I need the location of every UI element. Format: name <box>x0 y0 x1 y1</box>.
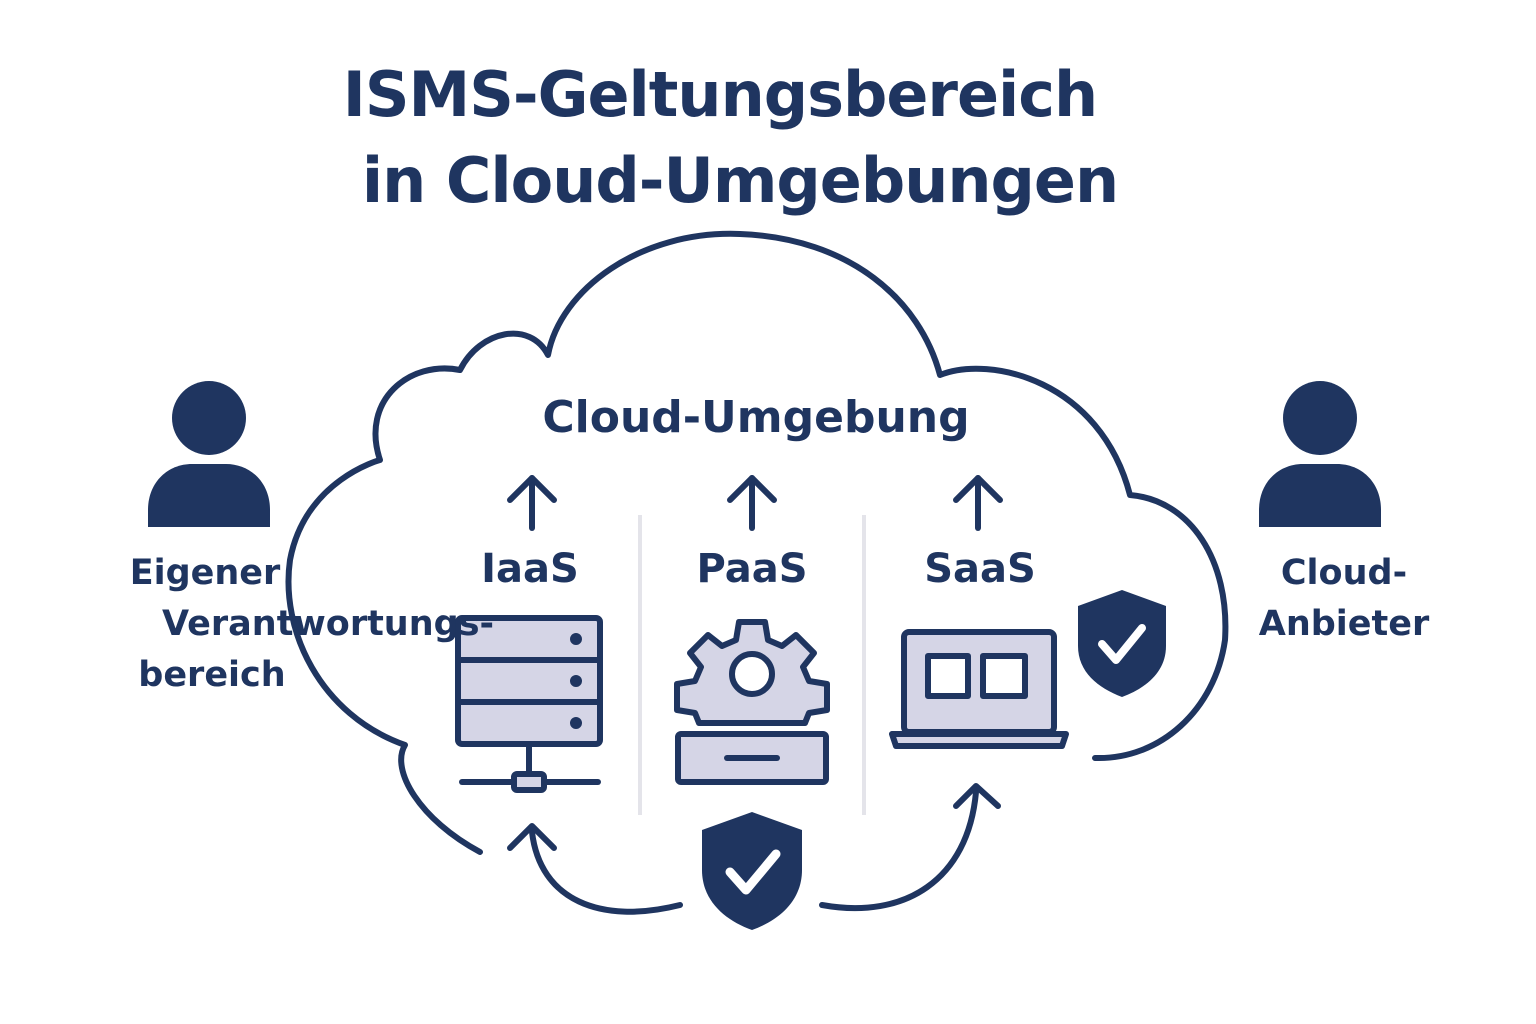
service-label-iaas: IaaS <box>481 546 579 592</box>
curved-arrow-left-icon <box>529 829 683 915</box>
cloud-environment-label: Cloud-Umgebung <box>542 392 970 443</box>
arrow-up-iaas-icon <box>507 475 557 531</box>
title-line-2: in Cloud-Umgebungen <box>361 144 1119 217</box>
arrowhead-left <box>507 823 557 851</box>
left-actor-line-1: Eigener <box>129 553 281 593</box>
arrow-up-saas-icon <box>953 475 1003 531</box>
left-actor-label: Eigener Verantwortungs- bereich <box>72 548 495 701</box>
title-line-1: ISMS-Geltungsbereich <box>342 58 1098 131</box>
diagram-title: ISMS-Geltungsbereich in Cloud-Umgebungen <box>0 52 1440 224</box>
arrowhead-right <box>953 783 1001 809</box>
right-person-icon <box>1259 381 1381 527</box>
laptop-icon <box>889 629 1069 749</box>
server-icon <box>455 615 603 793</box>
left-actor-line-3: bereich <box>138 655 286 695</box>
shield-check-icon <box>1078 590 1166 697</box>
gear-platform-icon <box>674 619 830 785</box>
right-actor-label: Cloud- Anbieter <box>1230 548 1458 650</box>
right-actor-line-2: Anbieter <box>1258 604 1430 644</box>
arrow-up-paas-icon <box>727 475 777 531</box>
right-actor-line-1: Cloud- <box>1280 553 1408 593</box>
bottom-shield-check-icon <box>702 812 802 930</box>
left-person-icon <box>148 381 270 527</box>
cloud-outline <box>285 230 1229 855</box>
left-actor-line-2: Verantwortungs- <box>162 604 495 644</box>
service-label-paas: PaaS <box>696 546 808 592</box>
service-label-saas: SaaS <box>924 546 1036 592</box>
curved-arrow-right-icon <box>819 789 979 912</box>
